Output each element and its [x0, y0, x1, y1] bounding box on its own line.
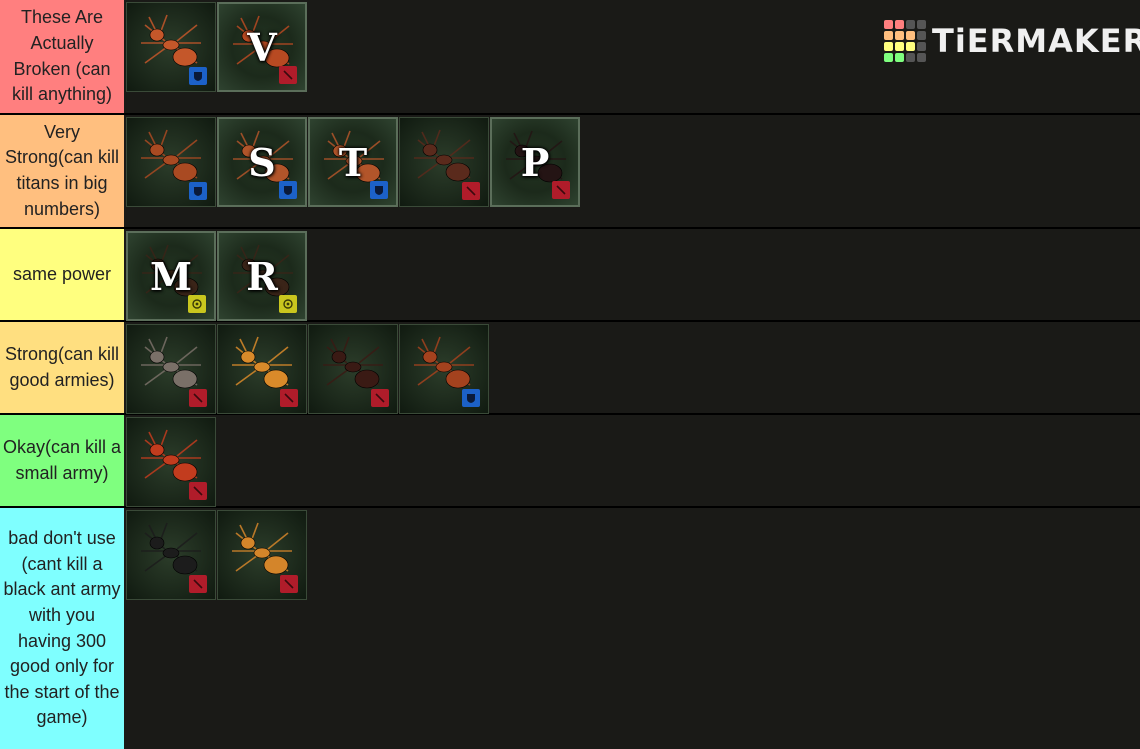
tier-label[interactable]: Strong(can kill good armies): [0, 322, 124, 413]
logo-grid-icon: [884, 20, 926, 62]
tier-items: V: [126, 0, 1140, 113]
ant-card-letter: P: [520, 140, 550, 185]
ant-icon: [506, 130, 566, 183]
ant-card[interactable]: [308, 324, 398, 414]
sword-badge-icon: [280, 389, 298, 407]
tier-items: [126, 508, 1140, 749]
ant-card-letter: R: [246, 254, 278, 299]
ant-card-letter: M: [149, 254, 193, 299]
tier-items: [126, 415, 1140, 507]
ant-card[interactable]: [126, 417, 216, 507]
tier-label[interactable]: bad don't use (cant kill a black ant arm…: [0, 508, 124, 749]
tier-row: Okay(can kill a small army): [0, 415, 1140, 507]
sword-badge-icon: [189, 575, 207, 593]
ant-icon: [414, 336, 474, 389]
shield-badge-icon: [462, 389, 480, 407]
tier-row: These Are Actually Broken (can kill anyt…: [0, 0, 1140, 113]
tiermaker-logo[interactable]: TiERMAKER: [884, 20, 1140, 62]
ant-icon: [233, 130, 293, 183]
shield-badge-icon: [370, 181, 388, 199]
tier-row: bad don't use (cant kill a black ant arm…: [0, 508, 1140, 749]
ant-card[interactable]: [399, 117, 489, 207]
sword-badge-icon: [371, 389, 389, 407]
tier-label[interactable]: same power: [0, 229, 124, 320]
target-badge-icon: [279, 295, 297, 313]
sword-badge-icon: [462, 182, 480, 200]
ant-card[interactable]: [126, 510, 216, 600]
ant-card[interactable]: S: [217, 117, 307, 207]
tier-items: [126, 322, 1140, 414]
sword-badge-icon: [189, 389, 207, 407]
ant-icon: [141, 14, 201, 67]
ant-card[interactable]: [399, 324, 489, 414]
sword-badge-icon: [189, 482, 207, 500]
shield-badge-icon: [189, 67, 207, 85]
sword-badge-icon: [552, 181, 570, 199]
ant-icon: [141, 429, 201, 482]
ant-icon: [142, 244, 202, 297]
ant-card[interactable]: [126, 324, 216, 414]
tier-row: Strong(can kill good armies): [0, 322, 1140, 414]
ant-card[interactable]: [126, 117, 216, 207]
logo-text: TiERMAKER: [932, 22, 1140, 60]
shield-badge-icon: [189, 182, 207, 200]
ant-icon: [232, 336, 292, 389]
sword-badge-icon: [279, 66, 297, 84]
ant-icon: [324, 130, 384, 183]
tier-label[interactable]: Very Strong(can kill titans in big numbe…: [0, 115, 124, 227]
ant-icon: [323, 336, 383, 389]
tier-label[interactable]: Okay(can kill a small army): [0, 415, 124, 506]
target-badge-icon: [188, 295, 206, 313]
ant-card[interactable]: T: [308, 117, 398, 207]
ant-card-letter: T: [338, 140, 368, 185]
ant-card[interactable]: M: [126, 231, 216, 321]
sword-badge-icon: [280, 575, 298, 593]
tier-label[interactable]: These Are Actually Broken (can kill anyt…: [0, 0, 124, 113]
tier-row: Very Strong(can kill titans in big numbe…: [0, 115, 1140, 227]
ant-icon: [141, 129, 201, 182]
ant-card-letter: S: [248, 140, 276, 185]
ant-icon: [141, 336, 201, 389]
ant-icon: [141, 522, 201, 575]
ant-card[interactable]: R: [217, 231, 307, 321]
ant-card[interactable]: P: [490, 117, 580, 207]
ant-card-letter: V: [247, 25, 277, 70]
ant-card[interactable]: [217, 324, 307, 414]
ant-card[interactable]: V: [217, 2, 307, 92]
ant-icon: [233, 244, 293, 297]
ant-icon: [414, 129, 474, 182]
ant-icon: [233, 15, 293, 68]
ant-card[interactable]: [126, 2, 216, 92]
shield-badge-icon: [279, 181, 297, 199]
ant-card[interactable]: [217, 510, 307, 600]
ant-icon: [232, 522, 292, 575]
